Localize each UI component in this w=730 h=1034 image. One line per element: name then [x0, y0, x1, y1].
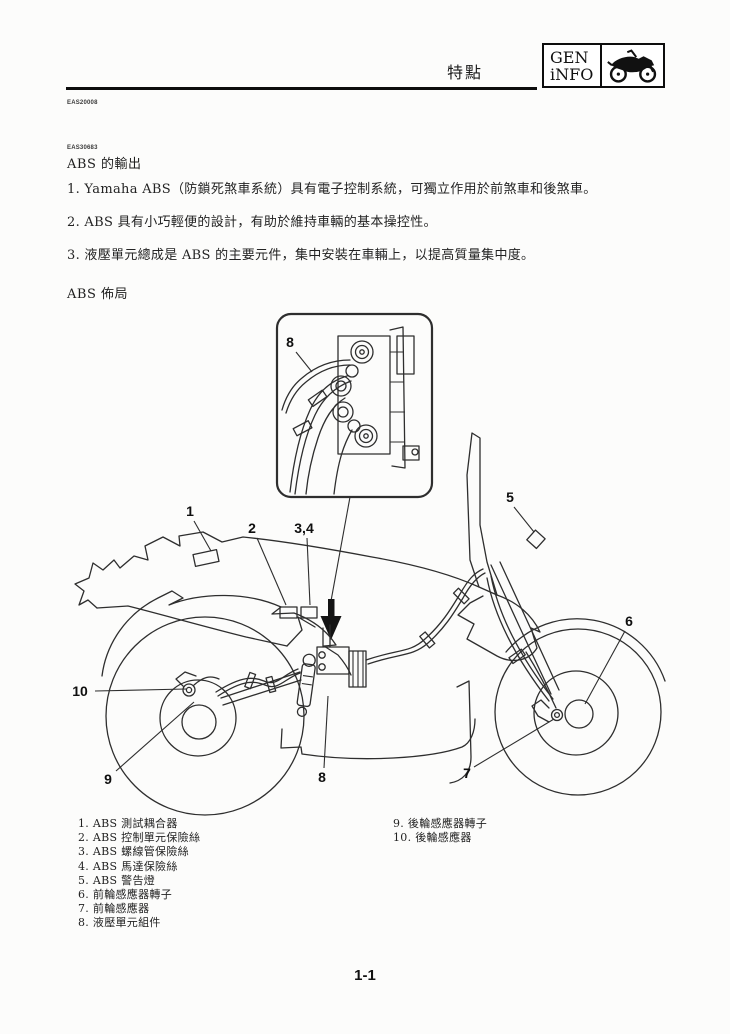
- callout-8-inset: 8: [286, 334, 294, 350]
- legend-item: 8. 液壓單元組件: [78, 916, 161, 930]
- callout-9: 9: [104, 771, 112, 787]
- header-rule: [66, 87, 537, 90]
- callout-6: 6: [625, 613, 633, 629]
- section-heading-abs-layout: ABS 佈局: [67, 287, 128, 302]
- geninfo-line1: GEN: [550, 47, 589, 67]
- callout-3-4: 3,4: [294, 520, 314, 536]
- legend-item: 4. ABS 馬達保險絲: [78, 859, 178, 873]
- legend-column-right: 9. 後輪感應器轉子 10. 後輪感應器: [393, 817, 487, 845]
- eas-code-section: EAS30683: [67, 145, 98, 151]
- legend-item: 5. ABS 警告燈: [78, 873, 156, 887]
- page-number: 1-1: [354, 967, 376, 984]
- inset-leader-arrow: [320, 496, 351, 640]
- geninfo-tab-label: GEN iNFO: [544, 45, 602, 86]
- legend-item: 3. ABS 螺線管保險絲: [78, 845, 189, 859]
- legend-item: 6. 前輪感應器轉子: [78, 888, 172, 902]
- legend-item: 10. 後輪感應器: [393, 831, 472, 845]
- diagram-callouts: 1 2 3,4 5 6 7 8 9 10: [72, 489, 633, 787]
- callout-2: 2: [248, 520, 256, 536]
- motorcycle-icon: [602, 45, 663, 86]
- motorcycle-drawing: [74, 432, 666, 816]
- geninfo-tab: GEN iNFO: [542, 43, 665, 88]
- legend-item: 2. ABS 控制單元保險絲: [78, 831, 201, 845]
- callout-10: 10: [72, 683, 88, 699]
- callout-7: 7: [463, 765, 471, 781]
- legend-item: 7. 前輪感應器: [78, 902, 150, 916]
- eas-code-top: EAS20008: [67, 100, 98, 106]
- callout-1: 1: [186, 503, 194, 519]
- legend-item: 1. ABS 測試耦合器: [78, 817, 178, 830]
- inset-detail-box: 8: [275, 312, 434, 499]
- abs-output-item-2: 2. ABS 具有小巧輕便的設計，有助於維持車輛的基本操控性。: [67, 215, 437, 230]
- abs-output-item-1: 1. Yamaha ABS（防鎖死煞車系統）具有電子控制系統，可獨立作用於前煞車…: [67, 182, 597, 197]
- callout-8: 8: [318, 769, 326, 785]
- section-heading-abs-output: ABS 的輸出: [67, 157, 142, 172]
- chapter-title: 特點: [446, 63, 483, 82]
- legend-item: 9. 後輪感應器轉子: [393, 817, 487, 830]
- legend-column-left: 1. ABS 測試耦合器 2. ABS 控制單元保險絲 3. ABS 螺線管保險…: [78, 817, 200, 931]
- callout-5: 5: [506, 489, 514, 505]
- abs-output-item-3: 3. 液壓單元總成是 ABS 的主要元件，集中安裝在車輛上，以提高質量集中度。: [67, 248, 535, 263]
- geninfo-line2: iNFO: [550, 64, 594, 84]
